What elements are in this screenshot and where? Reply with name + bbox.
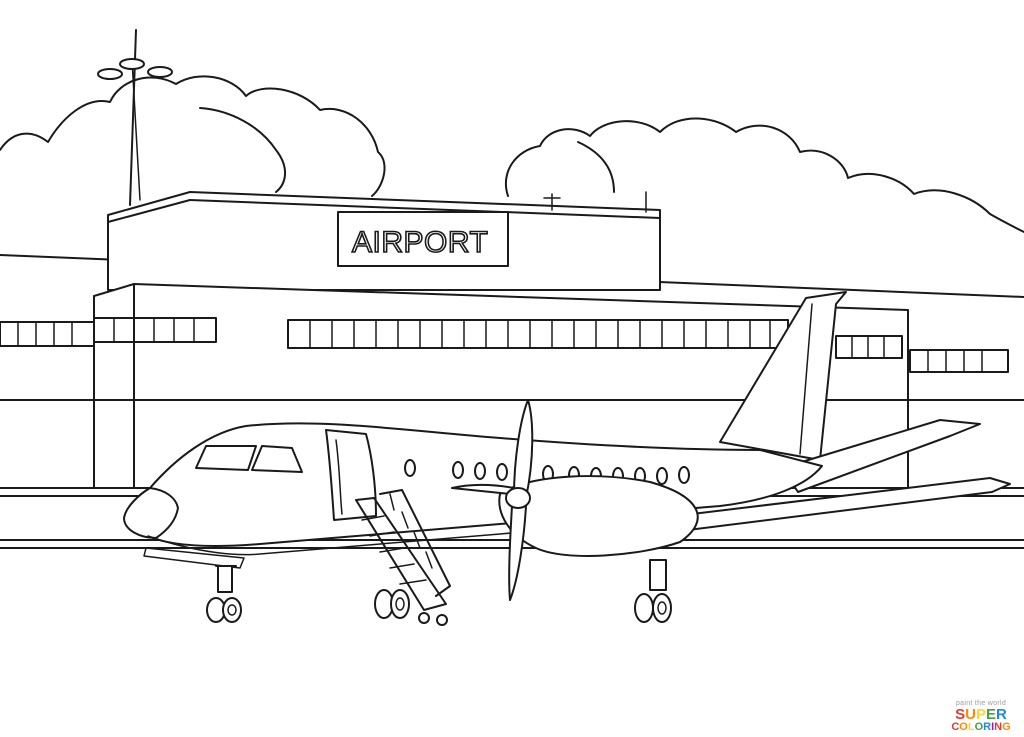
watermark-word-coloring: COLORING — [946, 722, 1016, 733]
watermark-letter: G — [1002, 721, 1011, 733]
watermark-letter: N — [994, 721, 1003, 733]
airplane-door — [325, 429, 377, 521]
watermark-word-super: SUPER — [946, 707, 1016, 722]
airport-sign-text: AIRPORT — [352, 226, 488, 259]
window-strip-left — [0, 317, 217, 347]
watermark-letter: U — [965, 706, 976, 723]
lamp-head-right — [147, 66, 173, 78]
cloud-right-inner — [577, 141, 615, 193]
cloud-left — [0, 75, 386, 197]
watermark-letter: E — [986, 706, 997, 723]
airplane-propeller-bottom — [508, 505, 527, 601]
main-landing-gear-left — [374, 589, 410, 619]
watermark-letter: I — [991, 721, 995, 733]
cloud-left-inner — [199, 107, 286, 193]
watermark-letter: L — [967, 721, 975, 733]
watermark-tagline: paint the world — [955, 700, 1007, 707]
lamp-head-left — [97, 68, 123, 80]
watermark-letter: P — [975, 706, 986, 723]
watermark-letter: C — [951, 721, 960, 733]
cockpit-window-right — [251, 445, 303, 473]
watermark-letter: S — [955, 706, 966, 723]
airport-sign — [337, 211, 509, 267]
cockpit-window-left — [195, 445, 257, 471]
airplane-propeller-side — [451, 484, 515, 495]
airplane-tail — [719, 291, 847, 461]
site-watermark-logo: paint the world SUPER COLORING — [946, 700, 1016, 733]
watermark-letter: R — [983, 721, 992, 733]
cloud-right — [505, 117, 1024, 233]
airplane-engine — [498, 475, 699, 557]
airplane-stabilizer — [781, 419, 981, 493]
watermark-letter: O — [959, 721, 968, 733]
lamp-head-top — [119, 58, 145, 70]
nose-landing-gear — [206, 565, 242, 623]
window-strip-right — [835, 335, 1009, 373]
main-landing-gear-right — [634, 559, 672, 623]
boarding-stairs — [355, 489, 451, 626]
watermark-letter: R — [996, 706, 1007, 723]
watermark-letter: O — [974, 721, 984, 733]
airplane-propeller-hub — [505, 487, 531, 509]
airplane-propeller-top — [513, 399, 534, 499]
